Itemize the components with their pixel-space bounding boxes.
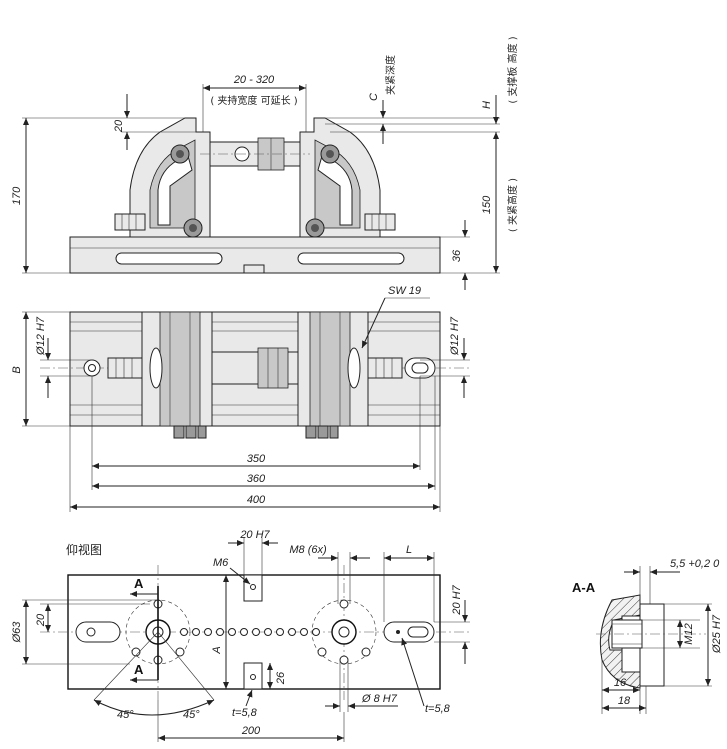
- dim-360: 360: [247, 473, 266, 485]
- note-clamp-height: ( 夹紧高度 ): [506, 178, 519, 232]
- bottom-slot-left: [75, 621, 121, 643]
- dim-350: 350: [247, 453, 266, 465]
- note-width-range: ( 夹持宽度 可延长 ): [210, 94, 297, 107]
- dim-20h7-top: 20 H7: [239, 529, 270, 541]
- dim-clamp-height: 150: [481, 195, 493, 214]
- dim-200: 200: [241, 725, 261, 737]
- dim-m6: M6: [213, 557, 229, 569]
- front-slot-right: [297, 252, 405, 265]
- dim-a: A: [211, 646, 223, 654]
- dim-width-range: 20 - 320: [233, 74, 275, 86]
- section-bore: [639, 603, 665, 687]
- dim-400: 400: [247, 494, 266, 506]
- front-view: 20 - 320 ( 夹持宽度 可延长 ) 170 20 36 150 ( 夹紧…: [11, 36, 519, 290]
- dim-depth: 5,5 +0,2 0: [670, 558, 720, 570]
- dim-m8: M8 (6x): [289, 544, 327, 556]
- dim-bore-right: Ø12 H7: [449, 316, 461, 356]
- dim-c: C: [368, 93, 380, 101]
- dim-18: 18: [618, 695, 631, 707]
- top-coupling: [257, 347, 289, 389]
- top-right-screw: [367, 357, 403, 379]
- section-hatched-body: [599, 594, 641, 689]
- dim-t-right: t=5,8: [425, 703, 451, 715]
- section-view: A-A 5,5 +0,2 0 M12 Ø25 H7 16 18: [572, 558, 723, 714]
- note-c: 夹紧深度: [384, 55, 397, 95]
- dim-b: B: [11, 366, 23, 373]
- dim-16: 16: [614, 677, 627, 689]
- dim-20-left: 20: [35, 613, 47, 627]
- bottom-hole-row: [180, 628, 320, 636]
- front-slot-left: [115, 252, 223, 265]
- dim-bore-left: Ø12 H7: [35, 316, 47, 356]
- dim-t-left: t=5,8: [232, 707, 258, 719]
- dim-20h7-right: 20 H7: [451, 584, 463, 615]
- dim-base-height: 36: [451, 249, 463, 262]
- dim-8h7: Ø 8 H7: [361, 693, 398, 705]
- section-marker-top: A: [134, 576, 144, 591]
- dim-total-height: 170: [11, 186, 23, 205]
- dim-top: 20: [113, 119, 125, 133]
- top-left-screw: [107, 357, 143, 379]
- front-right-screw: [364, 213, 396, 231]
- front-left-screw: [114, 213, 146, 231]
- front-key: [243, 264, 265, 274]
- bottom-view: 仰视图: [11, 529, 470, 742]
- angle-left: 45°: [117, 709, 134, 721]
- section-marker-bottom: A: [134, 662, 144, 677]
- angle-right: 45°: [183, 709, 200, 721]
- dim-63: Ø63: [11, 621, 23, 644]
- bottom-view-title: 仰视图: [66, 542, 102, 557]
- dim-l: L: [406, 544, 412, 556]
- dim-25h7: Ø25 H7: [711, 614, 723, 654]
- dim-m12: M12: [683, 623, 695, 644]
- note-h: ( 支撑板 高度 ): [506, 36, 519, 103]
- top-view: SW 19 B Ø12 H7 Ø12 H7 350 360 400: [11, 285, 470, 512]
- section-title: A-A: [572, 580, 596, 595]
- dim-h: H: [481, 101, 493, 109]
- wrench-size: SW 19: [388, 285, 421, 297]
- dim-26: 26: [275, 671, 287, 685]
